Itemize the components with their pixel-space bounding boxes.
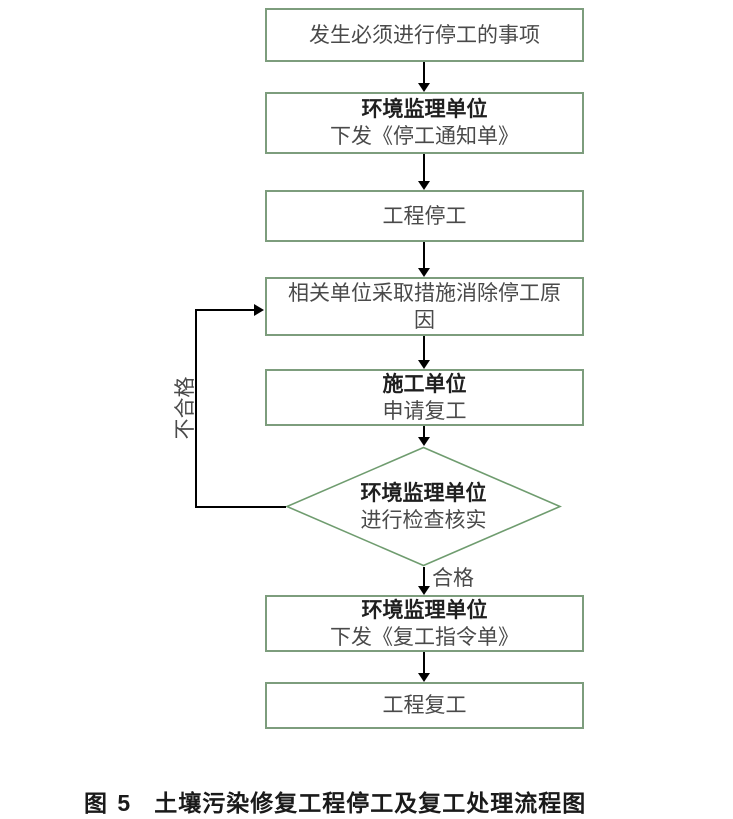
flow-node-eliminate-cause: 相关单位采取措施消除停工原因	[265, 277, 584, 336]
flow-node-action: 进行检查核实	[360, 507, 487, 532]
arrow-right-icon	[254, 304, 264, 316]
decision-diamond-shape	[285, 446, 562, 567]
flow-node-inspect-verify: 环境监理单位 进行检查核实	[285, 446, 562, 567]
flow-node-org: 施工单位	[382, 371, 467, 396]
arrow-down-icon	[418, 426, 430, 446]
edge-label-pass: 合格	[432, 566, 474, 590]
feedback-line-top	[195, 309, 255, 311]
diamond-outline	[285, 446, 562, 567]
flow-node-issue-resume-order: 环境监理单位 下发《复工指令单》	[265, 595, 584, 652]
figure-caption: 图 5 土壤污染修复工程停工及复工处理流程图	[84, 784, 586, 818]
flow-node-text: 发生必须进行停工的事项	[309, 22, 540, 47]
flow-node-text: 相关单位采取措施消除停工原因	[288, 280, 561, 332]
figure-number: 图 5	[84, 790, 133, 816]
flow-node-stop-event: 发生必须进行停工的事项	[265, 8, 584, 62]
flow-node-text: 工程停工	[382, 203, 467, 228]
flow-node-project-stop: 工程停工	[265, 190, 584, 242]
edge-label-fail: 不合格	[173, 376, 197, 440]
arrow-down-icon	[418, 62, 430, 92]
arrow-down-icon	[418, 336, 430, 369]
flow-node-project-resume: 工程复工	[265, 682, 584, 729]
flow-node-org: 环境监理单位	[360, 480, 487, 505]
feedback-line-bottom	[195, 506, 286, 508]
arrow-down-icon	[418, 652, 430, 682]
flow-node-text: 工程复工	[382, 693, 467, 717]
flow-node-action: 申请复工	[382, 398, 467, 423]
flow-node-action: 下发《停工通知单》	[330, 124, 519, 148]
figure-title: 土壤污染修复工程停工及复工处理流程图	[154, 790, 587, 816]
arrow-down-icon	[418, 242, 430, 277]
flow-node-org: 环境监理单位	[361, 597, 488, 622]
flow-node-org: 环境监理单位	[361, 97, 488, 121]
feedback-line-vertical	[195, 309, 197, 508]
arrow-down-icon	[418, 567, 430, 595]
flow-node-action: 下发《复工指令单》	[330, 624, 519, 649]
arrow-down-icon	[418, 154, 430, 190]
flow-node-apply-resume: 施工单位 申请复工	[265, 369, 584, 426]
flow-node-issue-stop-notice: 环境监理单位 下发《停工通知单》	[265, 92, 584, 154]
